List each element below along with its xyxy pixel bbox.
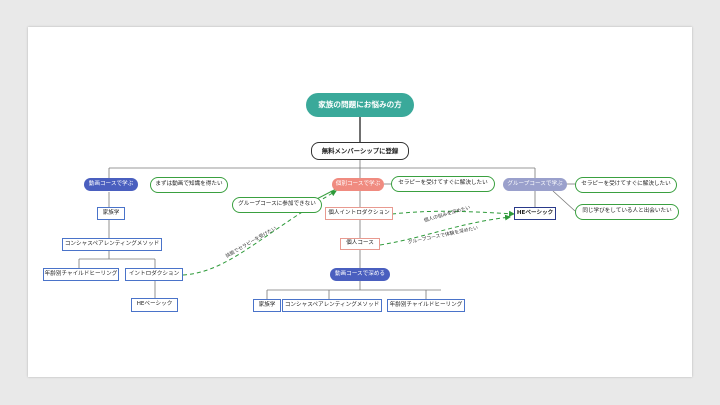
video-reason-node[interactable]: まずは動画で知識を得たい — [150, 177, 228, 193]
he-basic-group-node[interactable]: HEベーシック — [514, 207, 556, 220]
deepen-node[interactable]: 動画コースで深める — [330, 268, 390, 281]
video-course-label: 動画コースで学ぶ — [88, 180, 134, 187]
nenreibetsu-label: 年齢別チャイルドヒーリング — [44, 270, 118, 277]
deepen-nenreibetsu-label: 年齢別チャイルドヒーリング — [389, 301, 463, 308]
individual-course-box[interactable]: 個人コース — [340, 238, 380, 250]
he-basic-group-label: HEベーシック — [516, 209, 554, 216]
deepen-kazokugaku-label: 家族学 — [258, 301, 276, 308]
group-reason-1-node[interactable]: セラピーを受けてすぐに解決したい — [575, 177, 677, 193]
intro-node[interactable]: イントロダクション — [125, 268, 183, 281]
no-group-reason-node[interactable]: グループコースに参加できない — [232, 197, 322, 213]
no-group-reason-label: グループコースに参加できない — [238, 201, 316, 208]
nenreibetsu-node[interactable]: 年齢別チャイルドヒーリング — [43, 268, 119, 281]
video-course-node[interactable]: 動画コースで学ぶ — [84, 178, 138, 191]
group-reason-1-label: セラピーを受けてすぐに解決したい — [581, 181, 671, 188]
connector-lines — [78, 117, 576, 299]
mindmap-canvas: 家族の問題にお悩みの方 無料メンバーシップに登録 動画コースで学ぶ まずは動画で… — [28, 27, 692, 377]
deepen-conscious-label: コンシャスペアレンティングメソッド — [284, 301, 380, 308]
individual-course-label: 個別コースで学ぶ — [335, 180, 381, 187]
individual-reason-node[interactable]: セラピーを受けてすぐに解決したい — [391, 176, 495, 192]
deepen-nenreibetsu-node[interactable]: 年齢別チャイルドヒーリング — [387, 299, 465, 312]
group-reason-2-label: 同じ学びをしている人と出会いたい — [582, 208, 672, 215]
kazokugaku-node[interactable]: 家族学 — [97, 207, 125, 220]
group-course-node[interactable]: グループコースで学ぶ — [503, 178, 567, 191]
deepen-kazokugaku-node[interactable]: 家族学 — [253, 299, 281, 312]
intro-label: イントロダクション — [128, 270, 180, 277]
membership-label: 無料メンバーシップに登録 — [321, 146, 399, 155]
he-basic-video-label: HEベーシック — [136, 301, 173, 308]
membership-node[interactable]: 無料メンバーシップに登録 — [311, 142, 409, 160]
individual-course-node[interactable]: 個別コースで学ぶ — [332, 178, 384, 191]
root-node[interactable]: 家族の問題にお悩みの方 — [306, 93, 414, 117]
individual-intro-node[interactable]: 個人イントロダクション — [325, 207, 393, 220]
deepen-label: 動画コースで深める — [334, 270, 386, 277]
conscious-label: コンシャスペアレンティングメソッド — [64, 240, 160, 247]
conscious-node[interactable]: コンシャスペアレンティングメソッド — [62, 238, 162, 251]
root-label: 家族の問題にお悩みの方 — [318, 100, 402, 110]
he-basic-video-node[interactable]: HEベーシック — [131, 298, 178, 312]
group-course-label: グループコースで学ぶ — [507, 180, 563, 187]
individual-intro-label: 個人イントロダクション — [328, 209, 390, 216]
individual-reason-label: セラピーを受けてすぐに解決したい — [398, 180, 488, 187]
individual-course-box-label: 個人コース — [346, 240, 374, 247]
kazokugaku-label: 家族学 — [102, 209, 120, 216]
group-reason-2-node[interactable]: 同じ学びをしている人と出会いたい — [575, 204, 679, 220]
deepen-conscious-node[interactable]: コンシャスペアレンティングメソッド — [282, 299, 382, 312]
video-reason-label: まずは動画で知識を得たい — [155, 181, 223, 188]
